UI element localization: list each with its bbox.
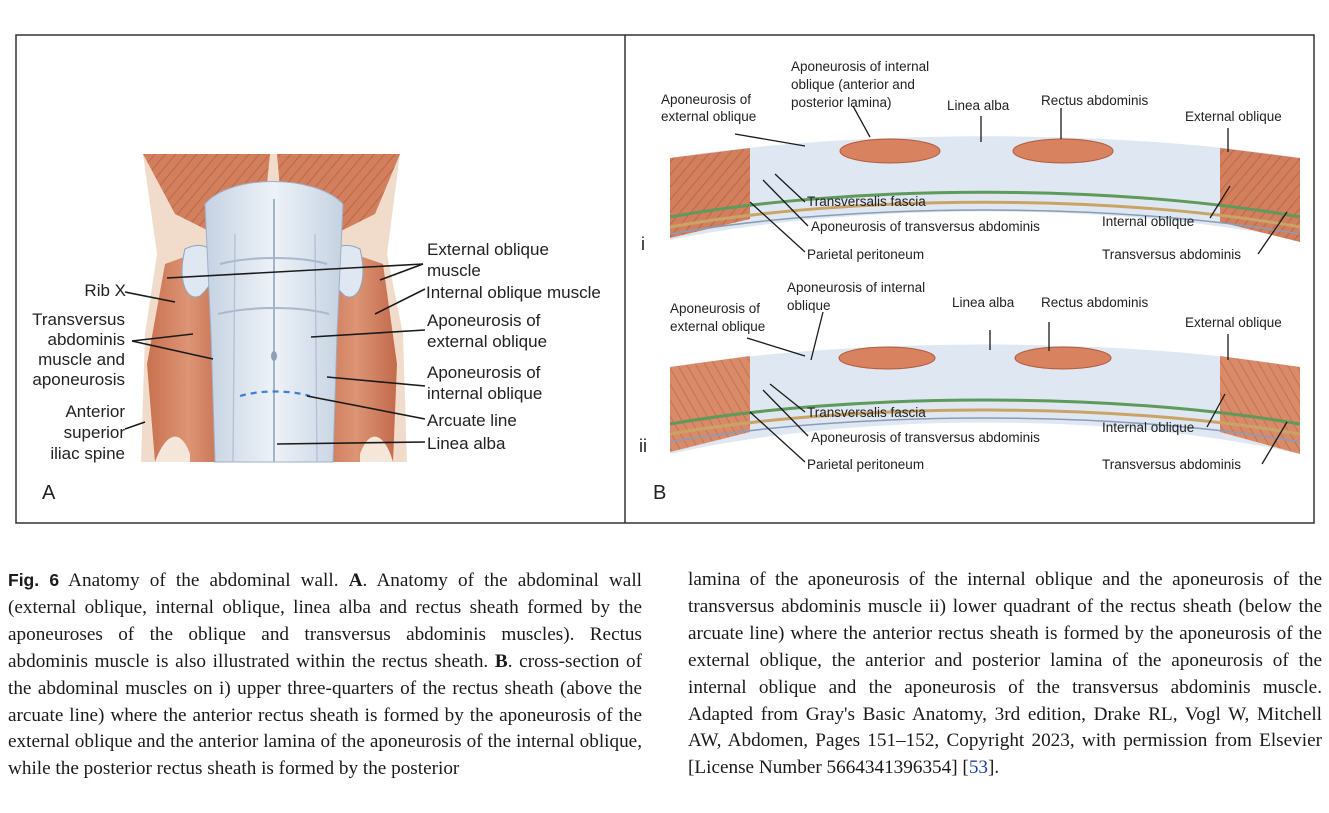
reference-link[interactable]: 53 [968, 757, 989, 779]
caption-text-a2: . Anatomy of the abdominal wall (externa… [8, 570, 642, 672]
i-transversus: Transversus abdominis [1102, 247, 1241, 262]
i-apo-transversus: Aponeurosis of transversus abdominis [811, 219, 1040, 234]
panel-a-letter: A [42, 482, 56, 504]
figure-6: Rib X Transversus abdominis muscle and a… [15, 34, 1315, 524]
label-transversus-2: abdominis [48, 330, 126, 349]
i-external-oblique: External oblique [1185, 109, 1282, 124]
i-apo-int-2: oblique (anterior and [791, 77, 915, 92]
section-ii-leader-lines [746, 311, 1288, 465]
i-internal-oblique: Internal oblique [1102, 214, 1194, 229]
panel-a-leader-lines [124, 263, 426, 445]
label-external-oblique-1: External oblique [427, 240, 549, 259]
i-parietal: Parietal peritoneum [807, 247, 924, 262]
ii-apo-int-1: Aponeurosis of internal [787, 280, 925, 295]
label-linea-alba: Linea alba [427, 434, 506, 453]
label-external-oblique-2: muscle [427, 261, 481, 280]
caption-bold-a: A [348, 570, 363, 591]
i-linea-alba: Linea alba [947, 98, 1010, 113]
label-apo-int-1: Aponeurosis of [427, 363, 541, 382]
panel-a-labels: Rib X Transversus abdominis muscle and a… [32, 240, 601, 463]
caption-text-end: ]. [988, 757, 1000, 779]
label-apo-ext-1: Aponeurosis of [427, 311, 541, 330]
label-asis-2: superior [64, 423, 126, 442]
i-apo-ext-2: external oblique [661, 109, 756, 124]
i-apo-int-1: Aponeurosis of internal [791, 59, 929, 74]
i-rectus: Rectus abdominis [1041, 93, 1149, 108]
i-apo-int-3: posterior lamina) [791, 95, 892, 110]
section-ii-illustration [669, 344, 1301, 454]
label-apo-int-2: internal oblique [427, 384, 542, 403]
ii-internal-oblique: Internal oblique [1102, 420, 1194, 435]
caption-text-a1: Anatomy of the abdominal wall. [59, 570, 349, 591]
ii-apo-transversus: Aponeurosis of transversus abdominis [811, 430, 1040, 445]
label-arcuate: Arcuate line [427, 411, 517, 430]
section-i-numeral: i [641, 234, 645, 254]
ii-external-oblique: External oblique [1185, 315, 1282, 330]
label-transversus-1: Transversus [32, 310, 125, 329]
caption-right-column: lamina of the aponeurosis of the interna… [688, 567, 1322, 782]
ii-transversalis: Transversalis fascia [807, 405, 926, 420]
caption-bold-b: B [494, 650, 508, 672]
ii-parietal: Parietal peritoneum [807, 457, 924, 472]
label-asis-3: iliac spine [50, 444, 125, 463]
section-i-illustration [669, 136, 1301, 242]
section-ii-numeral: ii [639, 436, 647, 456]
section-i-leader-lines [734, 105, 1288, 255]
ii-transversus: Transversus abdominis [1102, 457, 1241, 472]
label-transversus-4: aponeurosis [32, 370, 125, 389]
label-transversus-3: muscle and [38, 350, 125, 369]
section-i-labels: Aponeurosis of external oblique Aponeuro… [661, 59, 1282, 262]
caption-text-right: lamina of the aponeurosis of the interna… [688, 569, 1322, 779]
caption-text-b1: . cross-section of the abdominal muscles… [8, 650, 642, 780]
caption-fig-label: Fig. 6 [8, 570, 60, 590]
ii-apo-int-2: oblique [787, 298, 831, 313]
caption-left-column: Fig. 6 Anatomy of the abdominal wall. A.… [8, 567, 642, 783]
i-apo-ext-1: Aponeurosis of [661, 92, 751, 107]
section-ii-labels: Aponeurosis of external oblique Aponeuro… [670, 280, 1282, 472]
label-apo-ext-2: external oblique [427, 332, 547, 351]
label-asis-1: Anterior [65, 402, 125, 421]
panel-a-illustration [141, 154, 407, 463]
i-transversalis: Transversalis fascia [807, 194, 926, 209]
ii-apo-ext-2: external oblique [670, 319, 765, 334]
panel-b-letter: B [653, 482, 666, 504]
figure-6-illustration: Rib X Transversus abdominis muscle and a… [15, 34, 1315, 524]
ii-linea-alba: Linea alba [952, 295, 1015, 310]
label-rib-x: Rib X [84, 281, 126, 300]
ii-apo-ext-1: Aponeurosis of [670, 301, 760, 316]
label-internal-oblique: Internal oblique muscle [426, 283, 601, 302]
ii-rectus: Rectus abdominis [1041, 295, 1149, 310]
